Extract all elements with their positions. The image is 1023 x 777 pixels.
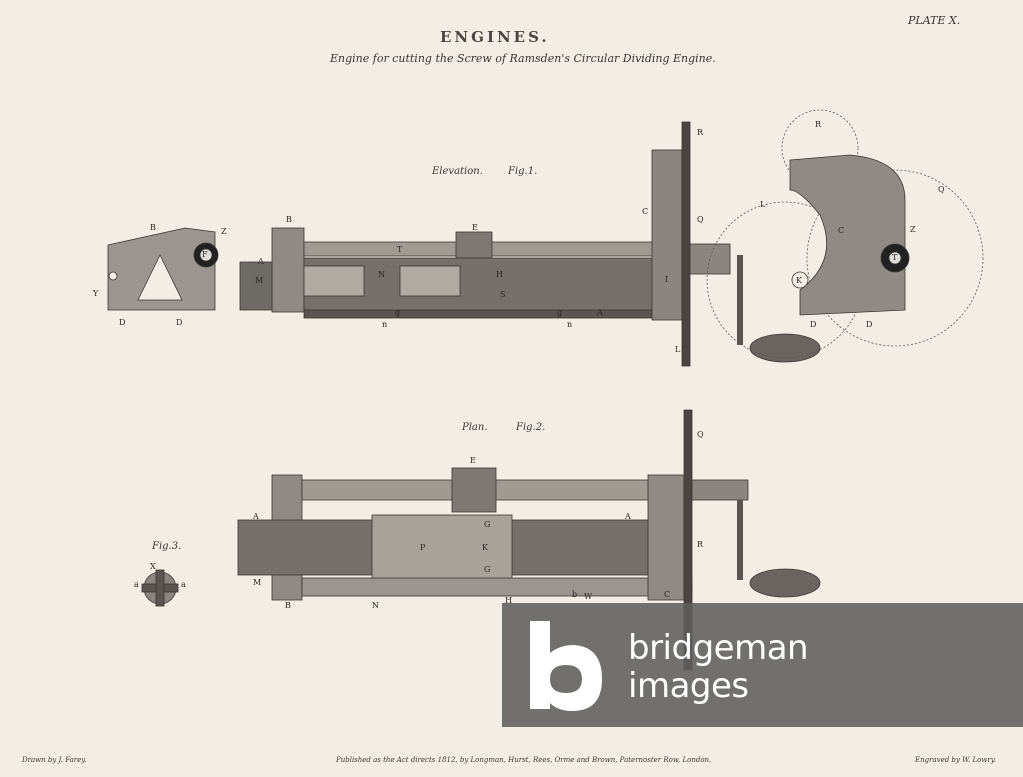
label: S — [500, 290, 506, 299]
label: T — [397, 245, 403, 254]
label: R — [697, 540, 704, 549]
label: E — [470, 456, 476, 465]
fig1-machine-body — [239, 121, 821, 367]
label: Y — [93, 289, 99, 298]
label: n — [567, 320, 573, 329]
fig1-end-block — [107, 227, 219, 311]
label: N — [378, 270, 385, 279]
label: K — [796, 276, 802, 285]
label: C — [642, 207, 649, 216]
label: X — [150, 562, 156, 571]
watermark-brand-line2: images — [628, 666, 749, 706]
fig3-cross-piece — [141, 569, 179, 607]
label: Q — [697, 215, 704, 224]
label: A — [597, 308, 603, 317]
label: B — [286, 215, 292, 224]
plate-number: PLATE X. — [908, 14, 961, 27]
footer-engraved-by: Engraved by W. Lowry. — [915, 756, 996, 764]
label: Q — [697, 430, 704, 439]
label: D — [866, 320, 873, 329]
label: a — [134, 580, 139, 589]
label: H — [505, 596, 512, 605]
label: I — [665, 275, 669, 284]
fig2-caption: Plan. — [462, 422, 488, 433]
label: M — [253, 578, 262, 587]
label: G — [484, 565, 491, 574]
label: T — [892, 253, 898, 262]
label: D — [176, 318, 183, 327]
label: A — [625, 512, 631, 521]
footer-publisher: Published as the Act directs 1812, by Lo… — [336, 756, 712, 764]
label: H — [496, 270, 503, 279]
plate-title: ENGINES. — [440, 28, 550, 46]
footer-drawn-by: Drawn by J. Farey. — [22, 756, 87, 764]
label: C — [838, 226, 845, 235]
label: W — [584, 592, 593, 601]
fig2-machine-plan — [237, 409, 821, 671]
label: L — [760, 200, 766, 209]
label: B — [150, 223, 156, 232]
label: F — [202, 250, 208, 259]
fig1-number: Fig.1. — [508, 166, 538, 177]
label: L — [675, 345, 681, 354]
fig3-number: Fig.3. — [152, 541, 182, 552]
plate-subtitle: Engine for cutting the Screw of Ramsden'… — [330, 52, 716, 65]
label: Q — [938, 185, 945, 194]
side-view-bracket — [789, 154, 910, 316]
label: A — [253, 512, 259, 521]
label: a — [181, 580, 186, 589]
bridgeman-watermark: bridgeman images — [502, 603, 1023, 727]
label: Z — [910, 225, 916, 234]
label: N — [372, 601, 379, 610]
watermark-brand-line1: bridgeman — [628, 628, 809, 668]
label: R — [697, 128, 704, 137]
label: b — [572, 590, 578, 599]
label: G — [484, 520, 491, 529]
label: K — [482, 543, 488, 552]
label: B — [285, 601, 291, 610]
fig2-number: Fig.2. — [516, 422, 546, 433]
label: n — [382, 320, 388, 329]
label: C — [664, 590, 671, 599]
label: D — [810, 320, 817, 329]
label: A — [258, 257, 264, 266]
label: Z — [221, 227, 227, 236]
fig1-caption: Elevation. — [432, 166, 483, 177]
label: g — [395, 308, 401, 317]
bridgeman-logo-icon — [530, 621, 602, 711]
label: g — [557, 308, 563, 317]
label: P — [420, 543, 426, 552]
label: R — [815, 120, 822, 129]
label: M — [255, 276, 264, 285]
label: E — [472, 223, 478, 232]
label: D — [119, 318, 126, 327]
